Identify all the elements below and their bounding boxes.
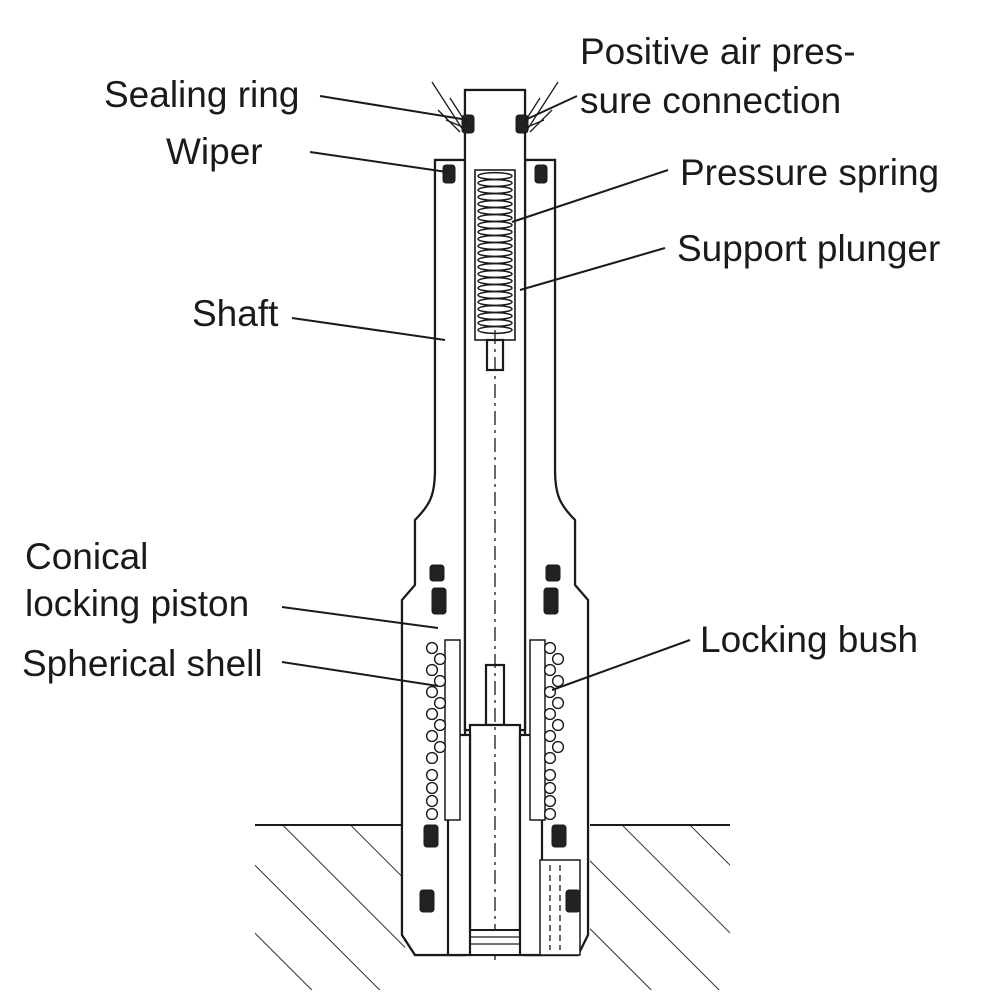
label-positive-air-line1: Positive air pres- <box>580 31 856 72</box>
label-pressure-spring: Pressure spring <box>680 152 939 193</box>
label-locking-bush: Locking bush <box>700 619 918 660</box>
pressure-spring <box>477 171 513 335</box>
label-conical-line2: locking piston <box>25 583 249 624</box>
ball <box>433 652 447 666</box>
air-pressure-lines <box>431 81 559 133</box>
ball <box>433 718 447 732</box>
ball <box>425 781 439 795</box>
leader-lines <box>281 95 691 691</box>
ball <box>551 718 565 732</box>
ball <box>543 663 557 677</box>
ball <box>543 641 557 655</box>
ball-chain-right <box>543 641 565 821</box>
leader-support-plunger <box>519 247 666 291</box>
ball <box>551 674 565 688</box>
ball <box>425 685 439 699</box>
ball <box>425 751 439 765</box>
label-spherical-shell: Spherical shell <box>22 643 263 684</box>
ball <box>433 740 447 754</box>
leader-positive-air <box>524 95 578 121</box>
ball <box>543 729 557 743</box>
ball <box>551 696 565 710</box>
ball <box>433 696 447 710</box>
ball <box>543 781 557 795</box>
ball <box>425 707 439 721</box>
label-sealing-ring: Sealing ring <box>104 74 299 115</box>
ball <box>543 751 557 765</box>
label-conical-line1: Conical <box>25 536 148 577</box>
leader-pressure-spring <box>511 169 669 223</box>
label-positive-air-line2: sure connection <box>580 80 841 121</box>
ball <box>543 707 557 721</box>
leader-spherical-shell <box>281 661 439 687</box>
workpiece-base <box>255 824 730 990</box>
ball <box>543 768 557 782</box>
leader-locking-bush <box>551 639 691 691</box>
ball <box>425 768 439 782</box>
leader-sealing-ring <box>319 95 469 121</box>
leader-shaft <box>291 317 446 341</box>
ball <box>551 652 565 666</box>
ball <box>543 685 557 699</box>
ball <box>425 729 439 743</box>
ball <box>425 807 439 821</box>
label-shaft: Shaft <box>192 293 279 334</box>
lower-sleeve <box>444 639 581 957</box>
ball <box>543 807 557 821</box>
ball <box>543 794 557 808</box>
label-support-plunger: Support plunger <box>677 228 940 269</box>
ball-chain-left <box>425 641 447 821</box>
label-wiper: Wiper <box>166 131 263 172</box>
ball <box>425 641 439 655</box>
leader-conical-locking-piston <box>281 606 439 629</box>
ball <box>433 674 447 688</box>
leader-wiper <box>309 151 448 173</box>
ball <box>551 740 565 754</box>
ball <box>425 663 439 677</box>
labels: Sealing ring Wiper Positive air pres- su… <box>22 31 940 684</box>
seals <box>419 114 581 913</box>
ball <box>425 794 439 808</box>
